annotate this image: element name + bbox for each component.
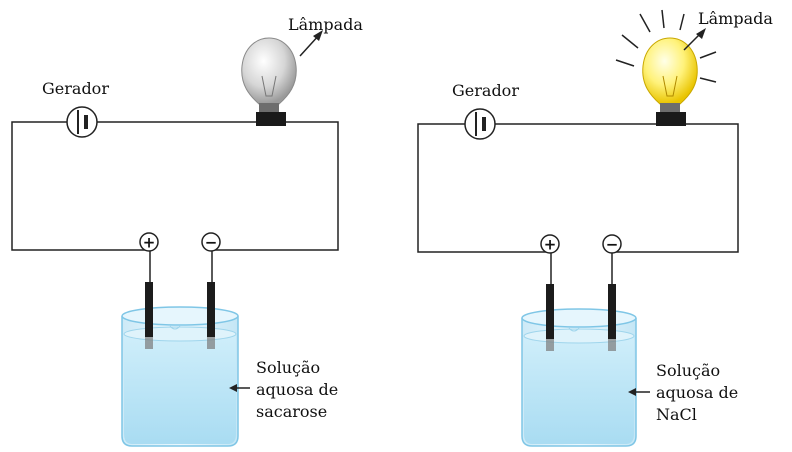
plus-terminal: + [139, 232, 159, 252]
circuit-wire [11, 121, 339, 258]
electrode-negative [608, 284, 616, 339]
lamp-label: Lâmpada [698, 9, 773, 28]
lamp-on [642, 37, 698, 126]
solution-label: Solução aquosa de sacarose [256, 358, 343, 421]
svg-text:+: + [544, 236, 557, 254]
svg-text:−: − [205, 234, 218, 252]
minus-terminal: − [602, 234, 622, 254]
generator-symbol [66, 106, 98, 138]
svg-text:+: + [143, 234, 156, 252]
beaker [521, 308, 637, 447]
solution-line-3: NaCl [656, 405, 697, 424]
solution-line-2: aquosa de [256, 380, 338, 399]
solution-line-1: Solução [656, 361, 720, 380]
generator-label: Gerador [42, 79, 109, 98]
electrode-positive [145, 282, 153, 337]
light-rays [615, 9, 717, 83]
electrode-positive [546, 284, 554, 339]
generator-label: Gerador [452, 81, 519, 100]
electrode-negative [207, 282, 215, 337]
svg-text:−: − [606, 236, 619, 254]
generator-symbol [464, 108, 496, 140]
beaker [121, 306, 239, 447]
circuit-wire [417, 123, 739, 258]
minus-terminal: − [201, 232, 221, 252]
solution-line-2: aquosa de [656, 383, 738, 402]
plus-terminal: + [540, 234, 560, 254]
solution-line-3: sacarose [256, 402, 327, 421]
solution-line-1: Solução [256, 358, 320, 377]
circuit-nacl: Gerador Lâmpada + − [417, 9, 773, 447]
lamp-label: Lâmpada [288, 15, 363, 34]
circuit-sucrose: Gerador Lâmpada + − [11, 15, 363, 447]
lamp-off [241, 37, 297, 126]
solution-label: Solução aquosa de NaCl [656, 361, 743, 424]
